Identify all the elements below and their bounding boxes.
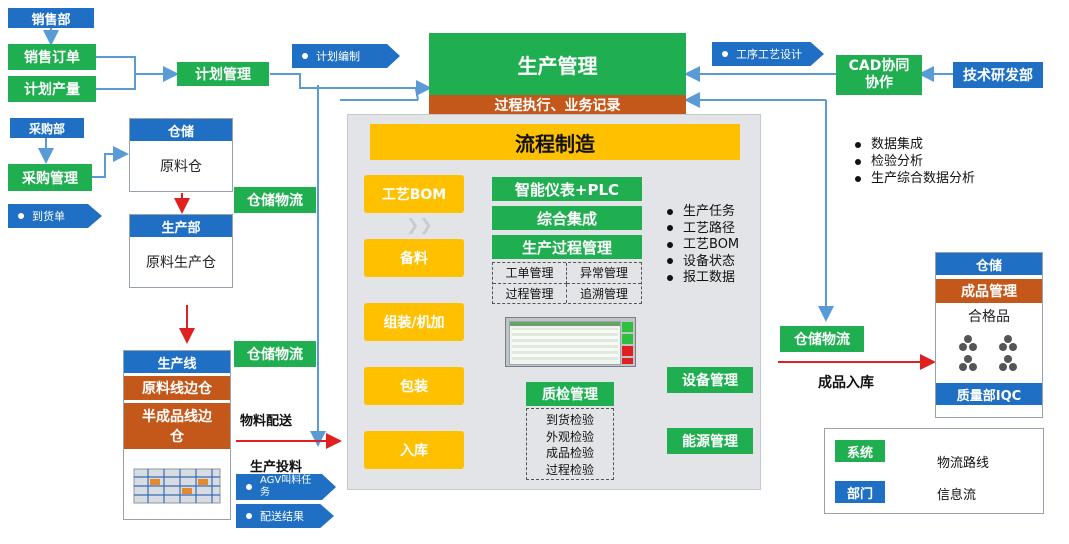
warehouse-raw-content: 原料仓 (160, 159, 202, 175)
legend-info: 信息流 (937, 488, 977, 503)
agv-pill: AGV叫料任务 (236, 474, 336, 500)
plan-qty-box: 计划产量 (8, 76, 96, 102)
prod-dept-card: 生产部 原料生产仓 (129, 214, 233, 288)
dashboard-thumbnail (505, 317, 636, 367)
mgmt-grid: 工单管理 异常管理 过程管理 追溯管理 (492, 262, 642, 304)
arrival-label: 到货单 (32, 210, 65, 223)
integration: 综合集成 (492, 206, 642, 230)
warehouse-finished-title: 仓储 (936, 253, 1042, 275)
purchase-mgmt-box: 采购管理 (8, 164, 92, 191)
status-green (622, 334, 633, 344)
warehouse-finished-card: 仓储 成品管理 合格品 质量部IQC (935, 252, 1043, 418)
flow-bullet-item: 设备状态 (667, 254, 739, 271)
flow-bullet-item: 工艺BOM (667, 237, 739, 254)
step-bom: 工艺BOM (364, 175, 464, 213)
qc-item: 外观检验 (545, 429, 594, 444)
exception-mgmt: 异常管理 (567, 263, 641, 284)
plan-mgmt-box: 计划管理 (177, 62, 269, 86)
qc-title: 质检管理 (526, 382, 614, 406)
process-control: 过程管理 (493, 283, 567, 303)
qa-dept-box: 质量部IQC (936, 383, 1042, 405)
flow-bullet-list: 生产任务 工艺路径 工艺BOM 设备状态 报工数据 (667, 204, 739, 287)
finished-mgmt-box: 成品管理 (936, 279, 1042, 303)
qualified-label: 合格品 (968, 309, 1010, 325)
plan-compile-label: 计划编制 (316, 50, 360, 63)
status-red (622, 358, 633, 364)
chevron-down-icon: ❯❯ (406, 215, 433, 234)
qc-item: 成品检验 (545, 446, 594, 460)
flow-bullet-item: 报工数据 (667, 270, 739, 287)
smart-meter-plc: 智能仪表+PLC (492, 177, 642, 201)
sales-dept: 销售部 (8, 8, 94, 28)
sales-order-box: 销售订单 (8, 44, 96, 70)
status-red (622, 346, 633, 356)
equipment-mgmt: 设备管理 (667, 367, 753, 393)
step-package: 包装 (364, 367, 464, 405)
legend-dept: 部门 (835, 481, 885, 503)
work-order-mgmt: 工单管理 (493, 263, 567, 284)
warehouse-rack-image (130, 455, 224, 511)
purchase-dept: 采购部 (10, 118, 84, 138)
right-bullet-list: 数据集成 检验分析 生产综合数据分析 (855, 136, 975, 187)
right-bullet-item: 检验分析 (855, 153, 975, 170)
finished-in-label: 成品入库 (818, 375, 874, 391)
plan-compile-pill: 计划编制 (292, 44, 400, 68)
production-line-card: 生产线 原料线边仓 半成品线边仓 (123, 350, 231, 520)
flow-title: 流程制造 (370, 124, 740, 160)
legend-system: 系统 (835, 440, 885, 462)
flow-bullet-item: 生产任务 (667, 204, 739, 221)
trace-mgmt: 追溯管理 (579, 286, 628, 301)
process-design-label: 工序工艺设计 (736, 48, 802, 61)
step-storage: 入库 (364, 431, 464, 469)
qc-item: 过程检验 (545, 462, 594, 477)
step-assembly: 组装/机加 (364, 303, 464, 341)
bullet-dot (246, 513, 252, 519)
storage-logistics-2: 仓储物流 (234, 341, 316, 367)
status-green (622, 322, 633, 332)
qc-list: 到货检验 外观检验 成品检验 过程检验 (526, 408, 614, 480)
prod-feed-label: 生产投料 (250, 460, 303, 475)
delivery-result-pill: 配送结果 (236, 504, 334, 528)
storage-logistics-1: 仓储物流 (234, 187, 316, 213)
product-stack-icon (959, 335, 1017, 371)
line-side-box: 原料线边仓 (124, 376, 230, 400)
process-mgmt: 生产过程管理 (492, 235, 642, 259)
bullet-dot (722, 51, 728, 57)
bullet-dot (246, 484, 252, 490)
material-delivery-label: 物料配送 (240, 414, 293, 429)
storage-logistics-3: 仓储物流 (780, 326, 864, 352)
rack-icon (133, 468, 221, 504)
right-bullet-item: 数据集成 (855, 136, 975, 153)
production-mgmt-title: 生产管理 (429, 33, 686, 95)
agv-label: AGV叫料任务 (260, 475, 312, 498)
arrival-pill: 到货单 (8, 204, 102, 228)
thumbnail-table (509, 321, 621, 365)
delivery-result-label: 配送结果 (260, 510, 304, 523)
energy-mgmt: 能源管理 (667, 428, 753, 454)
bullet-dot (302, 53, 308, 59)
bullet-dot (18, 213, 24, 219)
semi-box: 半成品线边仓 (124, 403, 230, 449)
warehouse-raw-card: 仓储 原料仓 (129, 118, 233, 192)
qc-item: 到货检验 (545, 413, 594, 427)
step-prepare: 备料 (364, 239, 464, 277)
flow-bullet-item: 工艺路径 (667, 221, 739, 238)
warehouse-raw-title: 仓储 (130, 119, 232, 141)
prod-dept-content: 原料生产仓 (146, 255, 216, 271)
production-mgmt-subtitle: 过程执行、业务记录 (429, 95, 686, 115)
prod-dept-title: 生产部 (130, 215, 232, 237)
process-design-pill: 工序工艺设计 (712, 42, 824, 66)
tech-dept-box: 技术研发部 (953, 62, 1043, 88)
right-bullet-item: 生产综合数据分析 (855, 170, 975, 187)
production-line-title: 生产线 (124, 351, 230, 373)
cad-box: CAD协同 协作 (836, 55, 922, 95)
legend-logistics: 物流路线 (937, 456, 990, 471)
